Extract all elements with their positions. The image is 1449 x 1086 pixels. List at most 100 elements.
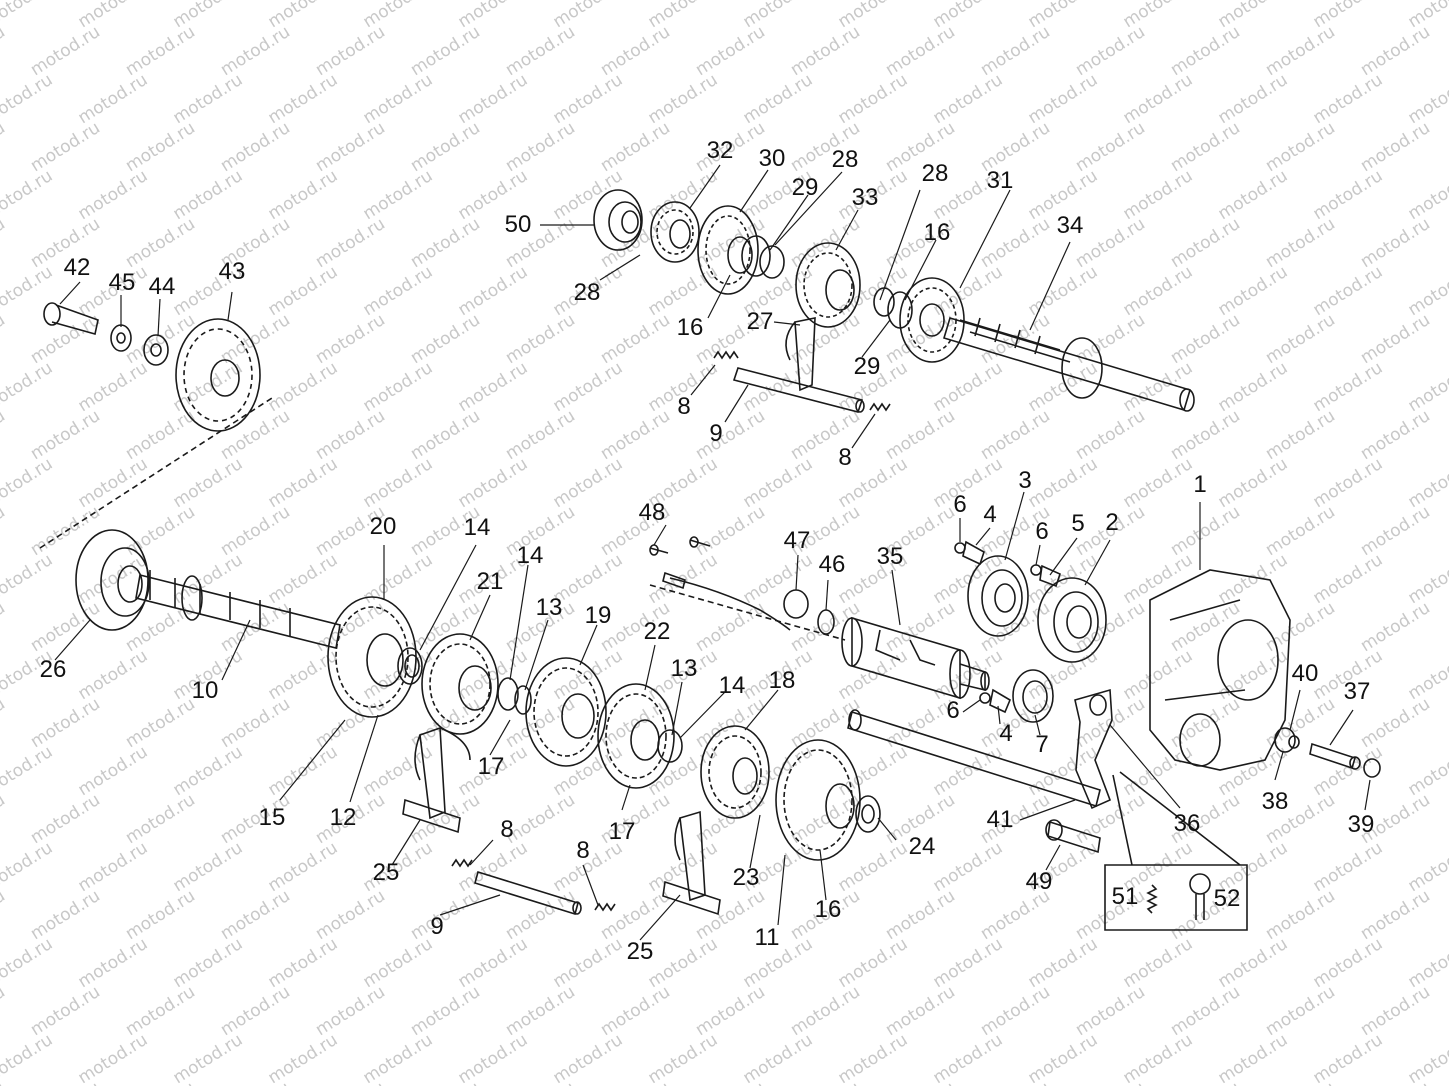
watermark-text: motod.ru [1025,70,1102,128]
watermark-text: motod.ru [1357,118,1434,176]
watermark-text: motod.ru [312,310,389,368]
watermark-text: motod.ru [122,118,199,176]
watermark-text: motod.ru [27,22,104,80]
watermark-text: motod.ru [0,934,56,992]
spring-8-upper-left [713,350,739,360]
watermark-text: motod.ru [217,22,294,80]
bearing-50 [593,189,643,251]
watermark-text: motod.ru [1262,502,1339,560]
watermark-text: motod.ru [740,454,817,512]
callout-23: 23 [732,864,760,891]
callout-6-lower: 6 [946,697,960,724]
watermark-text: motod.ru [1405,742,1449,800]
watermark-text: motod.ru [0,0,56,32]
assembly-guide-line [39,397,273,549]
callout-28-right: 28 [921,160,949,187]
watermark-text: motod.ru [27,406,104,464]
callout-25-right: 25 [626,938,654,965]
watermark-text: motod.ru [27,886,104,944]
watermark-text: motod.ru [1072,406,1149,464]
callout-20: 20 [369,513,397,540]
watermark-text: motod.ru [550,166,627,224]
washer-24 [855,795,881,833]
callout-12: 12 [329,804,357,831]
watermark-text: motod.ru [0,1030,56,1086]
callout-28-left: 28 [573,279,601,306]
gear-21 [421,633,499,735]
watermark-text: motod.ru [75,166,152,224]
callout-38: 38 [1261,788,1289,815]
watermark-text: motod.ru [1262,22,1339,80]
watermark-text: motod.ru [1120,166,1197,224]
callout-34: 34 [1056,212,1084,239]
watermark-text: motod.ru [0,886,9,944]
watermark-text: motod.ru [597,310,674,368]
watermark-text: motod.ru [1262,1078,1339,1086]
gear-19 [525,657,607,767]
kit-box [1104,771,1248,931]
watermark-text: motod.ru [1167,118,1244,176]
watermark-text: motod.ru [597,406,674,464]
watermark-text: motod.ru [835,70,912,128]
watermark-text: motod.ru [122,310,199,368]
watermark-text: motod.ru [1262,214,1339,272]
watermark-text: motod.ru [550,358,627,416]
spring-8-lower-right [594,902,616,912]
watermark-text: motod.ru [502,1078,579,1086]
watermark-text: motod.ru [597,694,674,752]
callout-14-left: 14 [463,514,491,541]
watermark-text: motod.ru [75,838,152,896]
callout-14-right: 14 [718,672,746,699]
lever-37 [1309,742,1361,770]
watermark-text: motod.ru [455,646,532,704]
watermark-text: motod.ru [1405,358,1449,416]
callout-3: 3 [1018,467,1032,494]
watermark-text: motod.ru [1120,454,1197,512]
gear-31 [899,277,965,363]
watermark-text: motod.ru [550,742,627,800]
watermark-text: motod.ru [407,886,484,944]
watermark-text: motod.ru [787,310,864,368]
callout-4-upper: 4 [983,501,997,528]
watermark-text: motod.ru [1215,166,1292,224]
watermark-text: motod.ru [692,502,769,560]
callout-26: 26 [39,656,67,683]
callout-47: 47 [783,527,811,554]
watermark-text: motod.ru [1262,118,1339,176]
callout-4-lower: 4 [999,720,1013,747]
watermark-text: motod.ru [217,982,294,1040]
watermark-text: motod.ru [1072,214,1149,272]
watermark-text: motod.ru [122,406,199,464]
watermark-text: motod.ru [1167,1078,1244,1086]
watermark-text: motod.ru [312,694,389,752]
watermark-text: motod.ru [930,358,1007,416]
watermark-text: motod.ru [122,694,199,752]
watermark-text: motod.ru [645,262,722,320]
watermark-text: motod.ru [1120,550,1197,608]
watermark-text: motod.ru [1167,598,1244,656]
watermark-text: motod.ru [407,1078,484,1086]
watermark-text: motod.ru [455,838,532,896]
watermark-text: motod.ru [170,1030,247,1086]
watermark-text: motod.ru [265,550,342,608]
callout-45: 45 [108,269,136,296]
callout-8-upper-left: 8 [677,393,691,420]
washer-4-upper [962,540,985,566]
gear-32 [650,201,700,263]
watermark-text: motod.ru [1405,550,1449,608]
watermark-text: motod.ru [265,1030,342,1086]
watermark-text: motod.ru [835,838,912,896]
watermark-text: motod.ru [312,598,389,656]
watermark-text: motod.ru [502,982,579,1040]
washer-4-lower [989,688,1012,714]
watermark-text: motod.ru [312,214,389,272]
watermark-text: motod.ru [692,694,769,752]
watermark-text: motod.ru [597,982,674,1040]
callout-13-right: 13 [670,655,698,682]
watermark-text: motod.ru [835,1030,912,1086]
watermark-text: motod.ru [27,982,104,1040]
watermark-text: motod.ru [1072,1078,1149,1086]
watermark-text: motod.ru [360,358,437,416]
selector-lever-36 [1074,688,1113,810]
